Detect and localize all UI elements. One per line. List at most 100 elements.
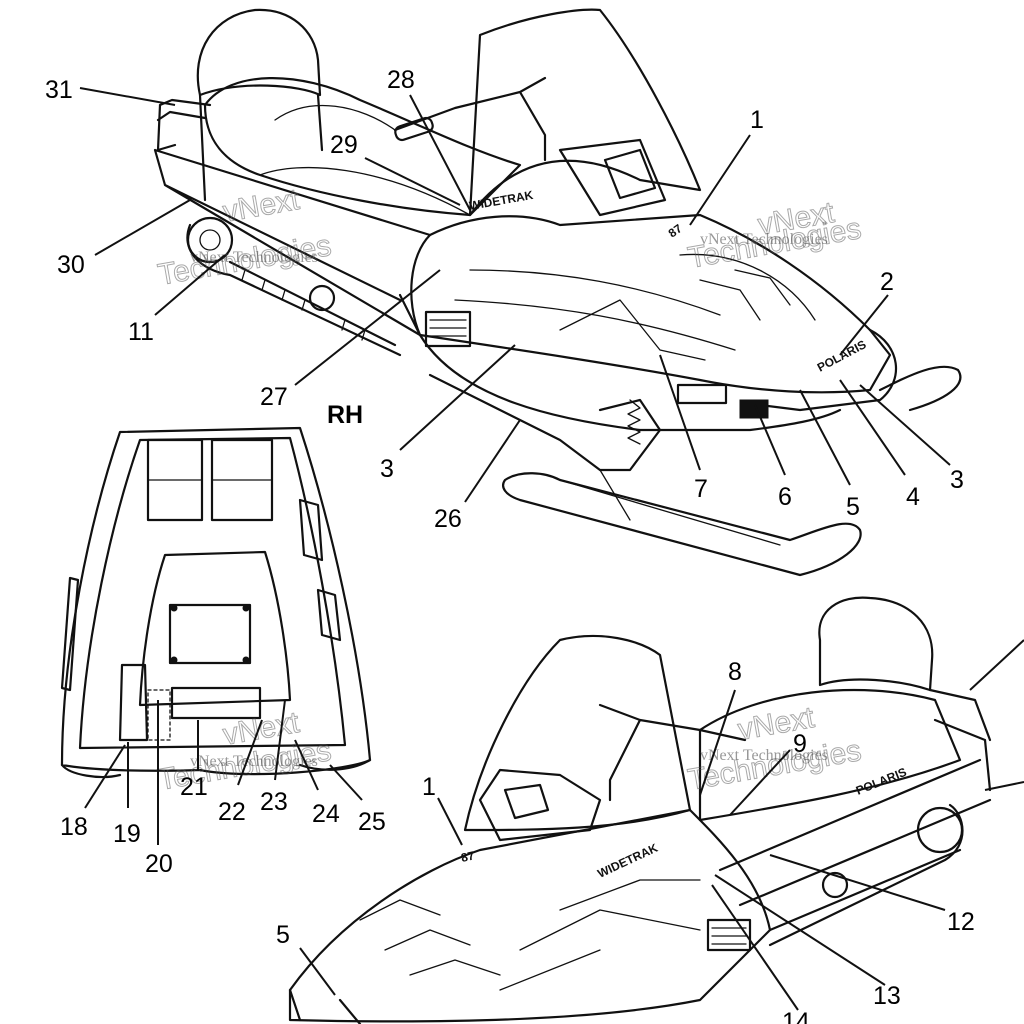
snowmobile-left-side: WIDETRAK 87 POLARIS [288, 596, 1024, 1024]
left-grip [394, 116, 434, 142]
tunnel [153, 148, 432, 337]
shock-spring [627, 399, 641, 445]
callout-20: 20 [145, 850, 173, 878]
backrest-lh [818, 596, 934, 692]
callout-7: 7 [694, 475, 708, 503]
leader-5-top [799, 389, 851, 486]
track-lh [768, 803, 964, 947]
track-wheel [308, 284, 336, 312]
watermark-line-3: vNext Technologies [190, 753, 318, 770]
leader-31 [79, 87, 176, 106]
ski [502, 472, 862, 577]
hood-top-view [60, 426, 372, 779]
callout-24: 24 [312, 800, 340, 828]
callout-8: 8 [728, 658, 742, 686]
snowmobile-right-side: WIDETRAK 87 POLARIS [153, 8, 962, 577]
callout-28: 28 [387, 66, 415, 94]
front-bumper [758, 328, 898, 412]
side-vent-lh [706, 918, 752, 952]
leader-1-bottom [437, 797, 463, 846]
decal-87-top: 87 [666, 221, 685, 240]
view-label-rh: RH [327, 401, 363, 429]
hood-stripes-lh [499, 879, 701, 991]
callout-11: 11 [128, 318, 154, 346]
hood-side-louvers-right [298, 498, 342, 642]
hood-louver [679, 253, 816, 321]
decal-widetrak-lh: WIDETRAK [595, 841, 660, 881]
handlebar-lh [598, 703, 747, 802]
leader-edge-right-2 [984, 781, 1024, 791]
side-vent-slats-lh [711, 927, 747, 945]
callout-25: 25 [358, 808, 386, 836]
right-ski-tip [878, 365, 962, 412]
screw-3 [170, 656, 178, 664]
callout-2: 2 [880, 268, 894, 296]
backrest [196, 8, 322, 97]
front-bumper-lh [288, 988, 362, 1024]
backrest-post [198, 93, 324, 202]
side-vent [424, 310, 472, 348]
leader-24 [294, 739, 319, 791]
rear-rack-lh [928, 688, 992, 792]
leader-2 [839, 294, 889, 356]
watermark-brand-2: vNext [220, 183, 302, 229]
callout-13: 13 [873, 982, 901, 1010]
callout-numbers: RH 31 28 1 29 30 11 2 27 3 3 7 6 5 4 26 … [45, 66, 975, 1024]
hood-stripe-2 [454, 299, 736, 351]
decal-brand-top: POLARIS [815, 337, 869, 374]
hood-stripe-1 [469, 269, 721, 316]
leader-30 [94, 199, 191, 256]
callout-23: 23 [260, 788, 288, 816]
screw-4 [242, 656, 250, 664]
windshield [468, 8, 702, 217]
callout-19: 19 [113, 820, 141, 848]
callout-21: 21 [180, 773, 208, 801]
screw-1 [170, 604, 178, 612]
seat-lh [698, 688, 962, 822]
seat-seam [259, 104, 471, 216]
leader-27 [294, 269, 441, 386]
callout-27: 27 [260, 383, 288, 411]
dash-panel [138, 550, 292, 707]
callout-4: 4 [906, 483, 920, 511]
callout-1-top: 1 [750, 106, 764, 134]
callout-1-bottom: 1 [422, 773, 436, 801]
leader-12 [769, 854, 946, 911]
callout-29: 29 [330, 131, 358, 159]
callout-18: 18 [60, 813, 88, 841]
leader-3-right [859, 384, 951, 466]
track [186, 223, 402, 357]
leader-18 [84, 744, 126, 809]
leader-22 [237, 719, 263, 786]
hood-louvers-lh [359, 899, 501, 976]
windshield-lh [463, 634, 692, 832]
decal-21-plate [170, 686, 262, 720]
callout-3-right: 3 [950, 466, 964, 494]
leader-13 [714, 874, 886, 986]
leader-23 [274, 699, 286, 781]
headlight [603, 148, 657, 200]
decal-87-lh: 87 [460, 848, 476, 865]
callout-3-left: 3 [380, 455, 394, 483]
headlight-lh [503, 783, 550, 820]
leader-6 [754, 404, 786, 476]
decal-widetrak-top: WIDETRAK [468, 188, 534, 213]
callout-9: 9 [793, 730, 807, 758]
leader-1-top [689, 134, 751, 226]
decal-19-strip [118, 663, 149, 742]
side-panel [398, 293, 842, 432]
callout-26: 26 [434, 505, 462, 533]
leader-9 [729, 749, 791, 816]
leader-lines [79, 87, 951, 1011]
hood-side-louvers-left [60, 576, 80, 692]
rear-rack [156, 98, 212, 152]
callout-5-bottom: 5 [276, 921, 290, 949]
callout-5-top: 5 [846, 493, 860, 521]
rear-idler-hub [199, 229, 221, 251]
leader-11 [154, 254, 226, 316]
leader-7 [659, 354, 701, 471]
decal-6 [739, 399, 769, 419]
side-vent-slats [429, 319, 467, 337]
